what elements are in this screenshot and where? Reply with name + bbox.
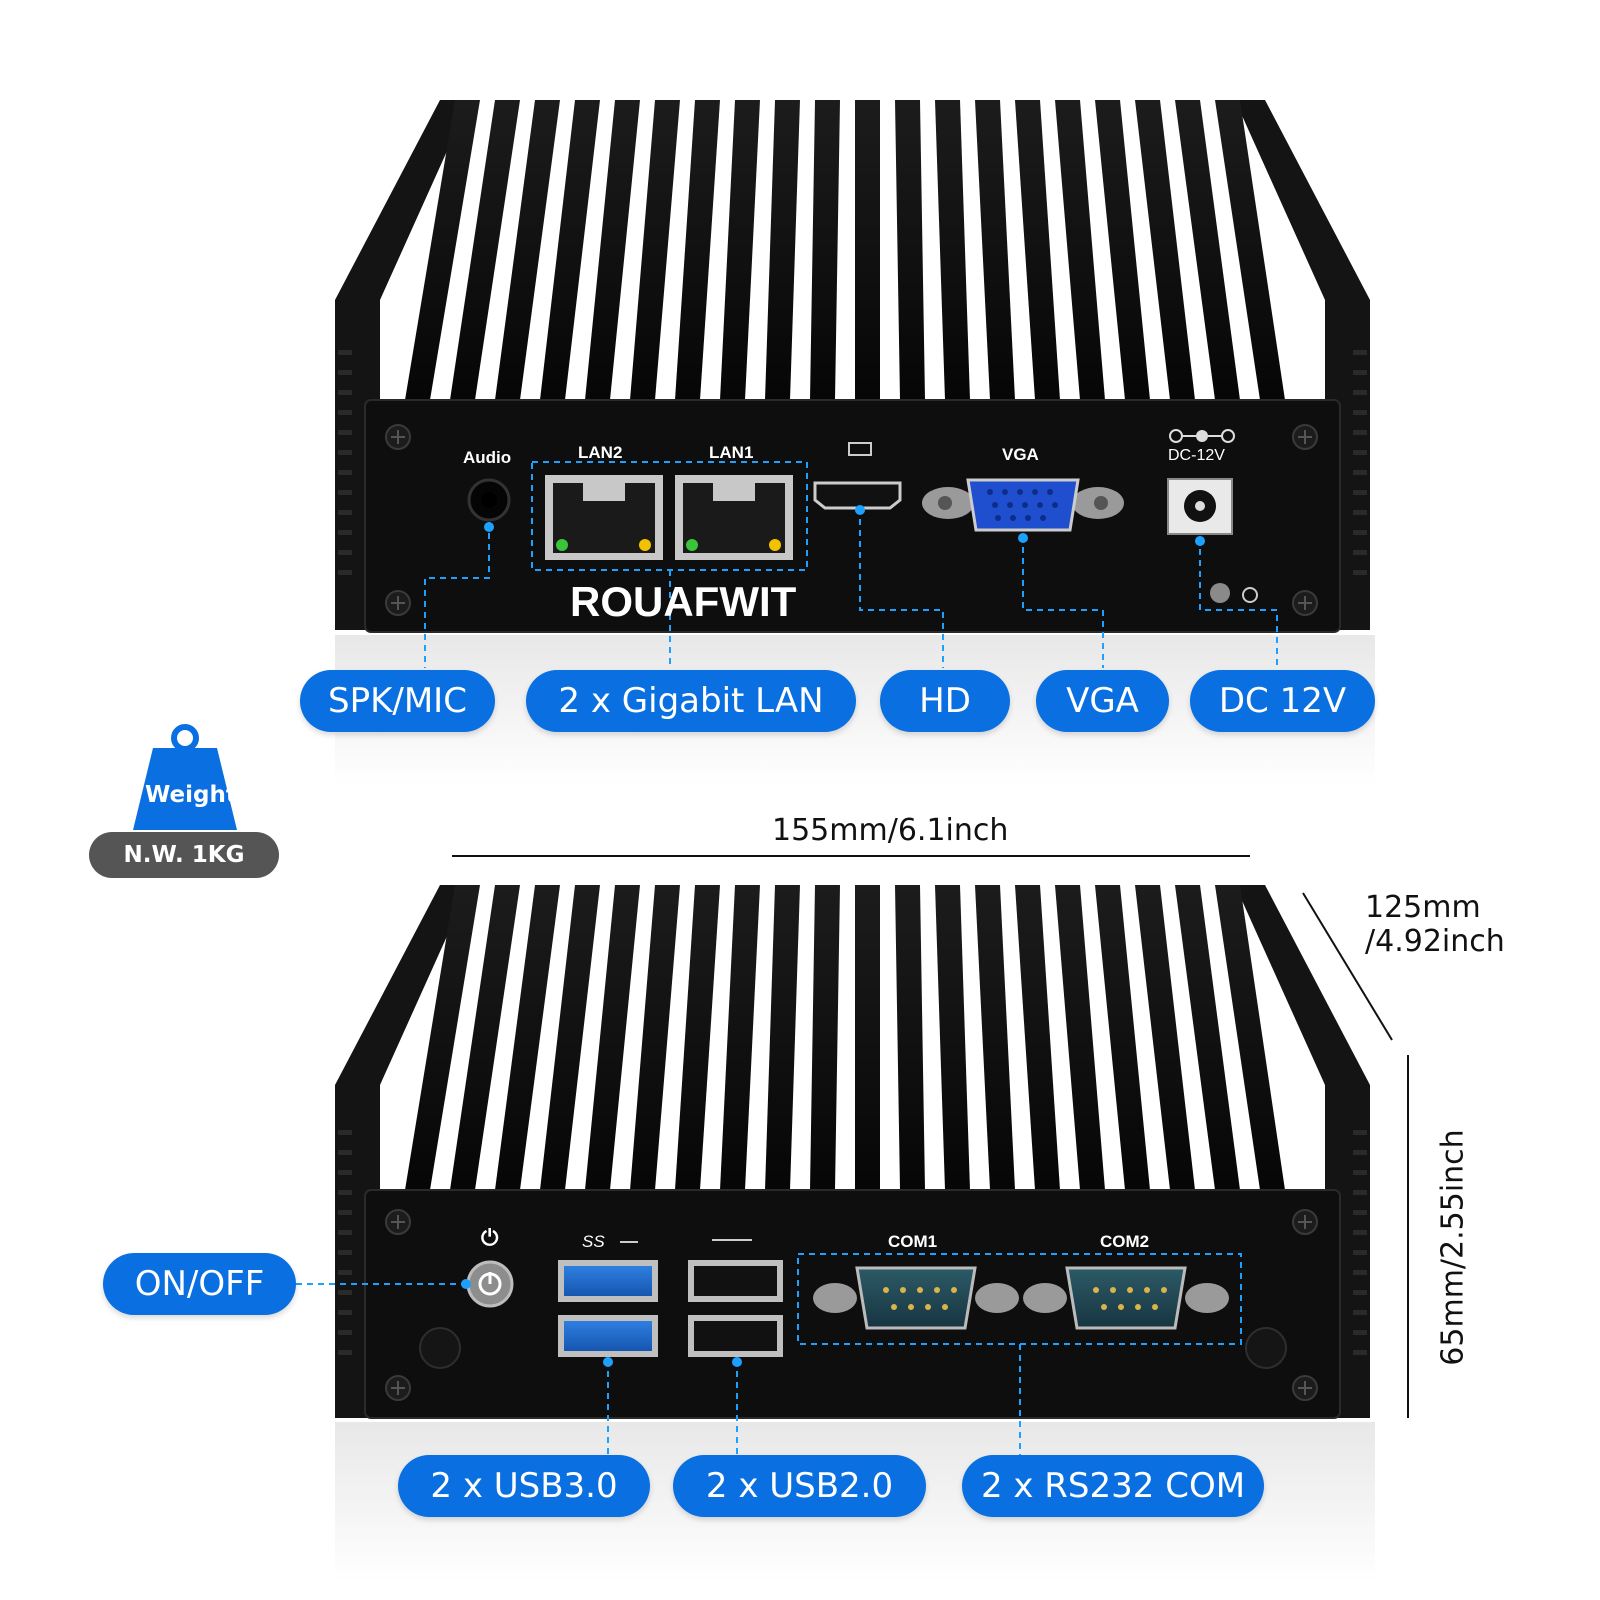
vga-port-label: VGA: [1002, 445, 1039, 464]
lan1-port-label: LAN1: [709, 443, 754, 462]
spk-mic-callout: SPK/MIC: [300, 670, 495, 732]
height-dimension-label: 65mm/2.55inch: [1435, 1129, 1471, 1366]
depth-dimension-label-1: 125mm: [1365, 890, 1481, 925]
depth-dimension-label-2: /4.92inch: [1365, 924, 1505, 959]
width-dimension-label: 155mm/6.1inch: [772, 813, 1009, 848]
power-symbol-icon: ⏻: [481, 1225, 499, 1250]
weight-value-badge: N.W. 1KG: [89, 832, 279, 878]
dc-12v-callout: DC 12V: [1190, 670, 1375, 732]
usb3-callout: 2 x USB3.0: [398, 1455, 650, 1517]
usb2-callout: 2 x USB2.0: [673, 1455, 926, 1517]
usb3-ss-label: SS: [582, 1232, 605, 1251]
com1-port-label: COM1: [888, 1232, 938, 1251]
com2-port-label: COM2: [1100, 1232, 1150, 1251]
hd-callout: HD: [880, 670, 1010, 732]
dc-port-label: DC-12V: [1168, 447, 1225, 464]
on-off-callout: ON/OFF: [103, 1253, 296, 1315]
audio-port-label: Audio: [463, 448, 512, 467]
front-device: [335, 100, 1375, 785]
gigabit-lan-callout: 2 x Gigabit LAN: [526, 670, 856, 732]
brand-logo: ROUAFWIT: [570, 578, 797, 625]
depth-dimension-line: [1302, 892, 1393, 1041]
weight-label: Weight: [145, 782, 237, 808]
rs232-com-callout: 2 x RS232 COM: [962, 1455, 1264, 1517]
vga-callout: VGA: [1036, 670, 1169, 732]
lan2-port-label: LAN2: [578, 443, 623, 462]
weight-icon: [133, 724, 237, 830]
